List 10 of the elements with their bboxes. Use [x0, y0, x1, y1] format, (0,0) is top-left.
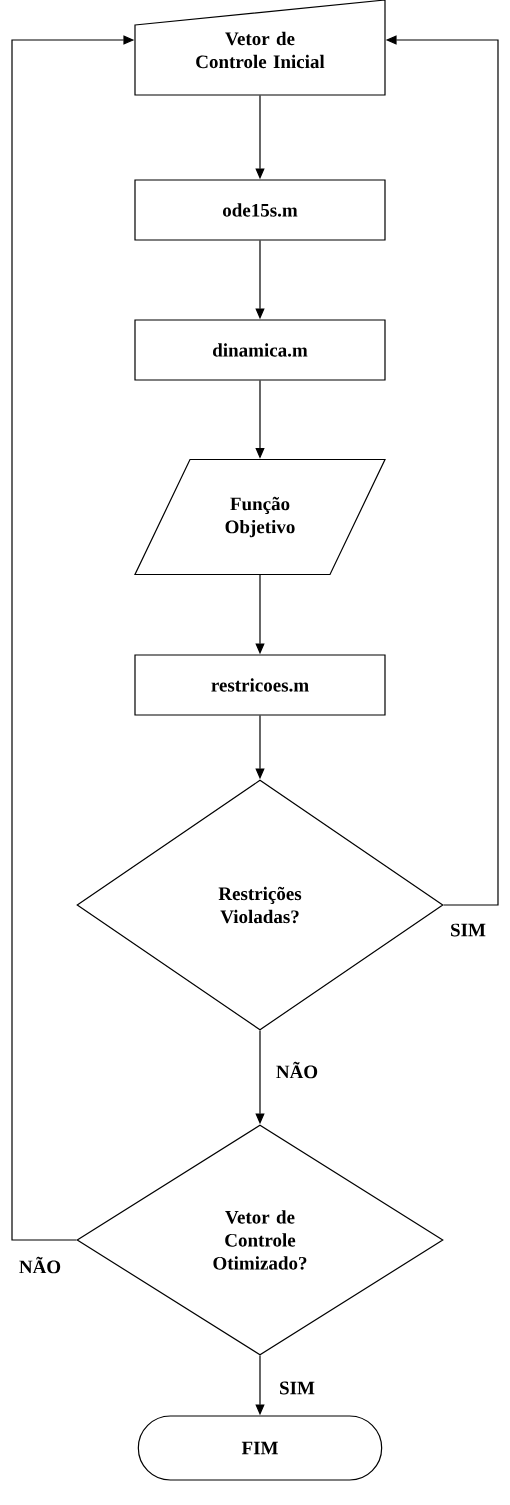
data-parallelogram: Função Objetivo	[134, 458, 386, 576]
process-box: ode15s.m	[134, 179, 386, 241]
input-box: Vetor de Controle Inicial	[134, 0, 386, 96]
edge-label: SIM	[449, 922, 487, 938]
edge-label: NÃO	[274, 1060, 320, 1080]
process-box: restricoes.m	[134, 654, 386, 716]
edge-label: SIM	[278, 1380, 316, 1396]
terminal-box: FIM	[137, 1415, 383, 1481]
process-box: dinamica.m	[134, 319, 386, 381]
edge-label: NÃO	[17, 1255, 63, 1275]
